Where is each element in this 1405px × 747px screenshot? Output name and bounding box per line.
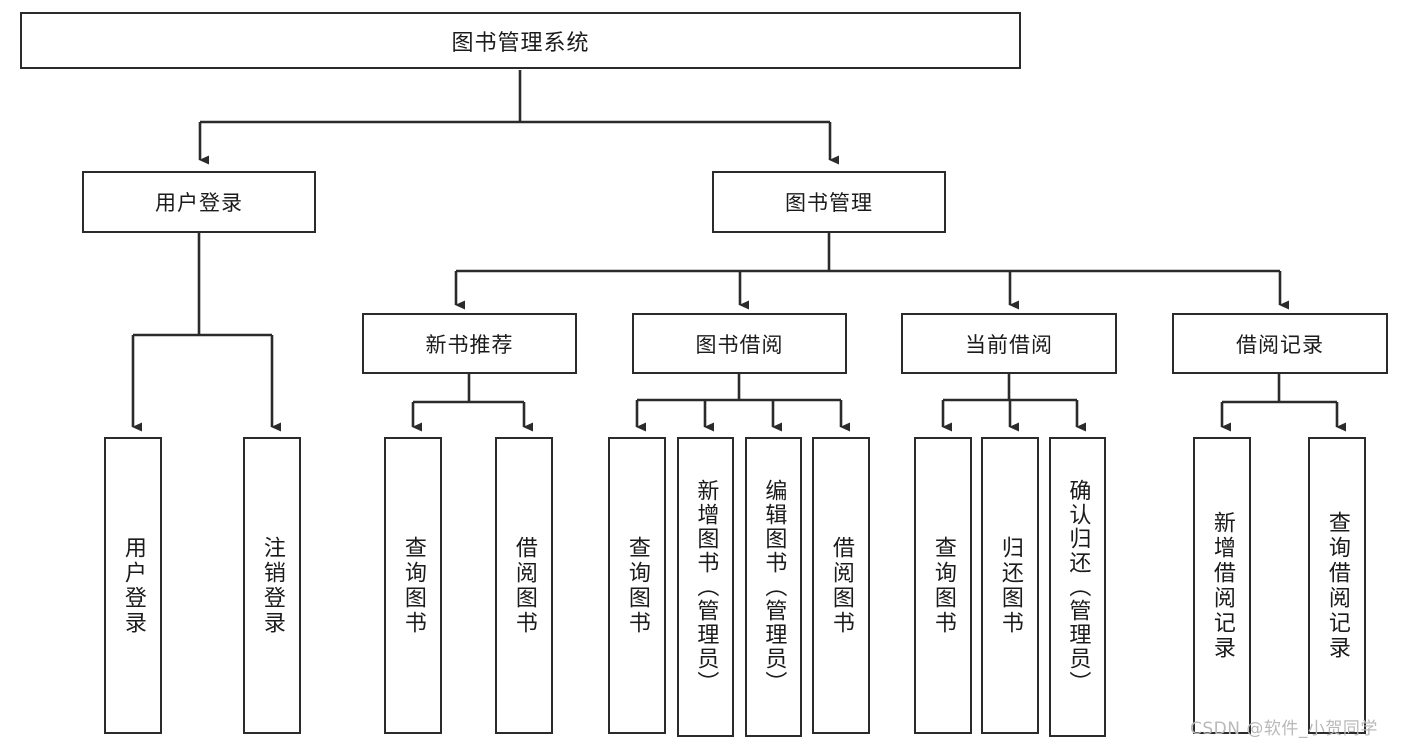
leaf-user-login[interactable]: 用户登录: [104, 437, 162, 734]
leaf-query-record-label: 查询借阅记录: [1324, 510, 1350, 661]
leaf-edit-book[interactable]: 编辑图书（管理员）: [745, 437, 802, 737]
node-root[interactable]: 图书管理系统: [20, 12, 1021, 69]
leaf-query-book-1-label: 查询图书: [400, 535, 426, 636]
node-user-login-label: 用户登录: [155, 191, 243, 215]
leaf-add-record[interactable]: 新增借阅记录: [1193, 437, 1251, 734]
node-book-manage-label: 图书管理: [785, 191, 873, 215]
node-book-borrow-label: 图书借阅: [695, 332, 784, 357]
node-current-borrow-label: 当前借阅: [965, 332, 1053, 357]
leaf-query-book-1[interactable]: 查询图书: [384, 437, 442, 734]
node-book-manage[interactable]: 图书管理: [712, 171, 946, 233]
node-borrow-record-label: 借阅记录: [1236, 332, 1324, 357]
leaf-query-book-2-label: 查询图书: [624, 535, 650, 636]
leaf-logout-label: 注销登录: [259, 535, 285, 636]
node-current-borrow[interactable]: 当前借阅: [901, 313, 1117, 374]
leaf-edit-book-label: 编辑图书（管理员）: [761, 479, 787, 695]
leaf-borrow-book-2-label: 借阅图书: [828, 535, 854, 636]
leaf-query-book-2[interactable]: 查询图书: [608, 437, 666, 734]
node-borrow-record[interactable]: 借阅记录: [1172, 313, 1388, 374]
leaf-add-book-label: 新增图书（管理员）: [693, 479, 719, 695]
leaf-user-login-label: 用户登录: [120, 535, 146, 636]
leaf-confirm-return[interactable]: 确认归还（管理员）: [1049, 437, 1106, 737]
node-root-label: 图书管理系统: [451, 30, 590, 56]
node-new-book-recommend[interactable]: 新书推荐: [362, 313, 577, 374]
leaf-logout[interactable]: 注销登录: [243, 437, 301, 734]
leaf-query-book-3[interactable]: 查询图书: [914, 437, 972, 734]
leaf-borrow-book-1-label: 借阅图书: [511, 535, 537, 636]
leaf-add-book[interactable]: 新增图书（管理员）: [677, 437, 734, 737]
leaf-query-book-3-label: 查询图书: [930, 535, 956, 636]
leaf-return-book[interactable]: 归还图书: [981, 437, 1039, 734]
leaf-add-record-label: 新增借阅记录: [1209, 510, 1235, 661]
leaf-confirm-return-label: 确认归还（管理员）: [1065, 479, 1091, 695]
leaf-return-book-label: 归还图书: [997, 535, 1023, 636]
node-user-login[interactable]: 用户登录: [82, 171, 316, 233]
node-book-borrow[interactable]: 图书借阅: [632, 313, 847, 374]
leaf-query-record[interactable]: 查询借阅记录: [1308, 437, 1366, 734]
leaf-borrow-book-2[interactable]: 借阅图书: [812, 437, 870, 734]
node-new-book-recommend-label: 新书推荐: [425, 332, 514, 357]
leaf-borrow-book-1[interactable]: 借阅图书: [495, 437, 553, 734]
